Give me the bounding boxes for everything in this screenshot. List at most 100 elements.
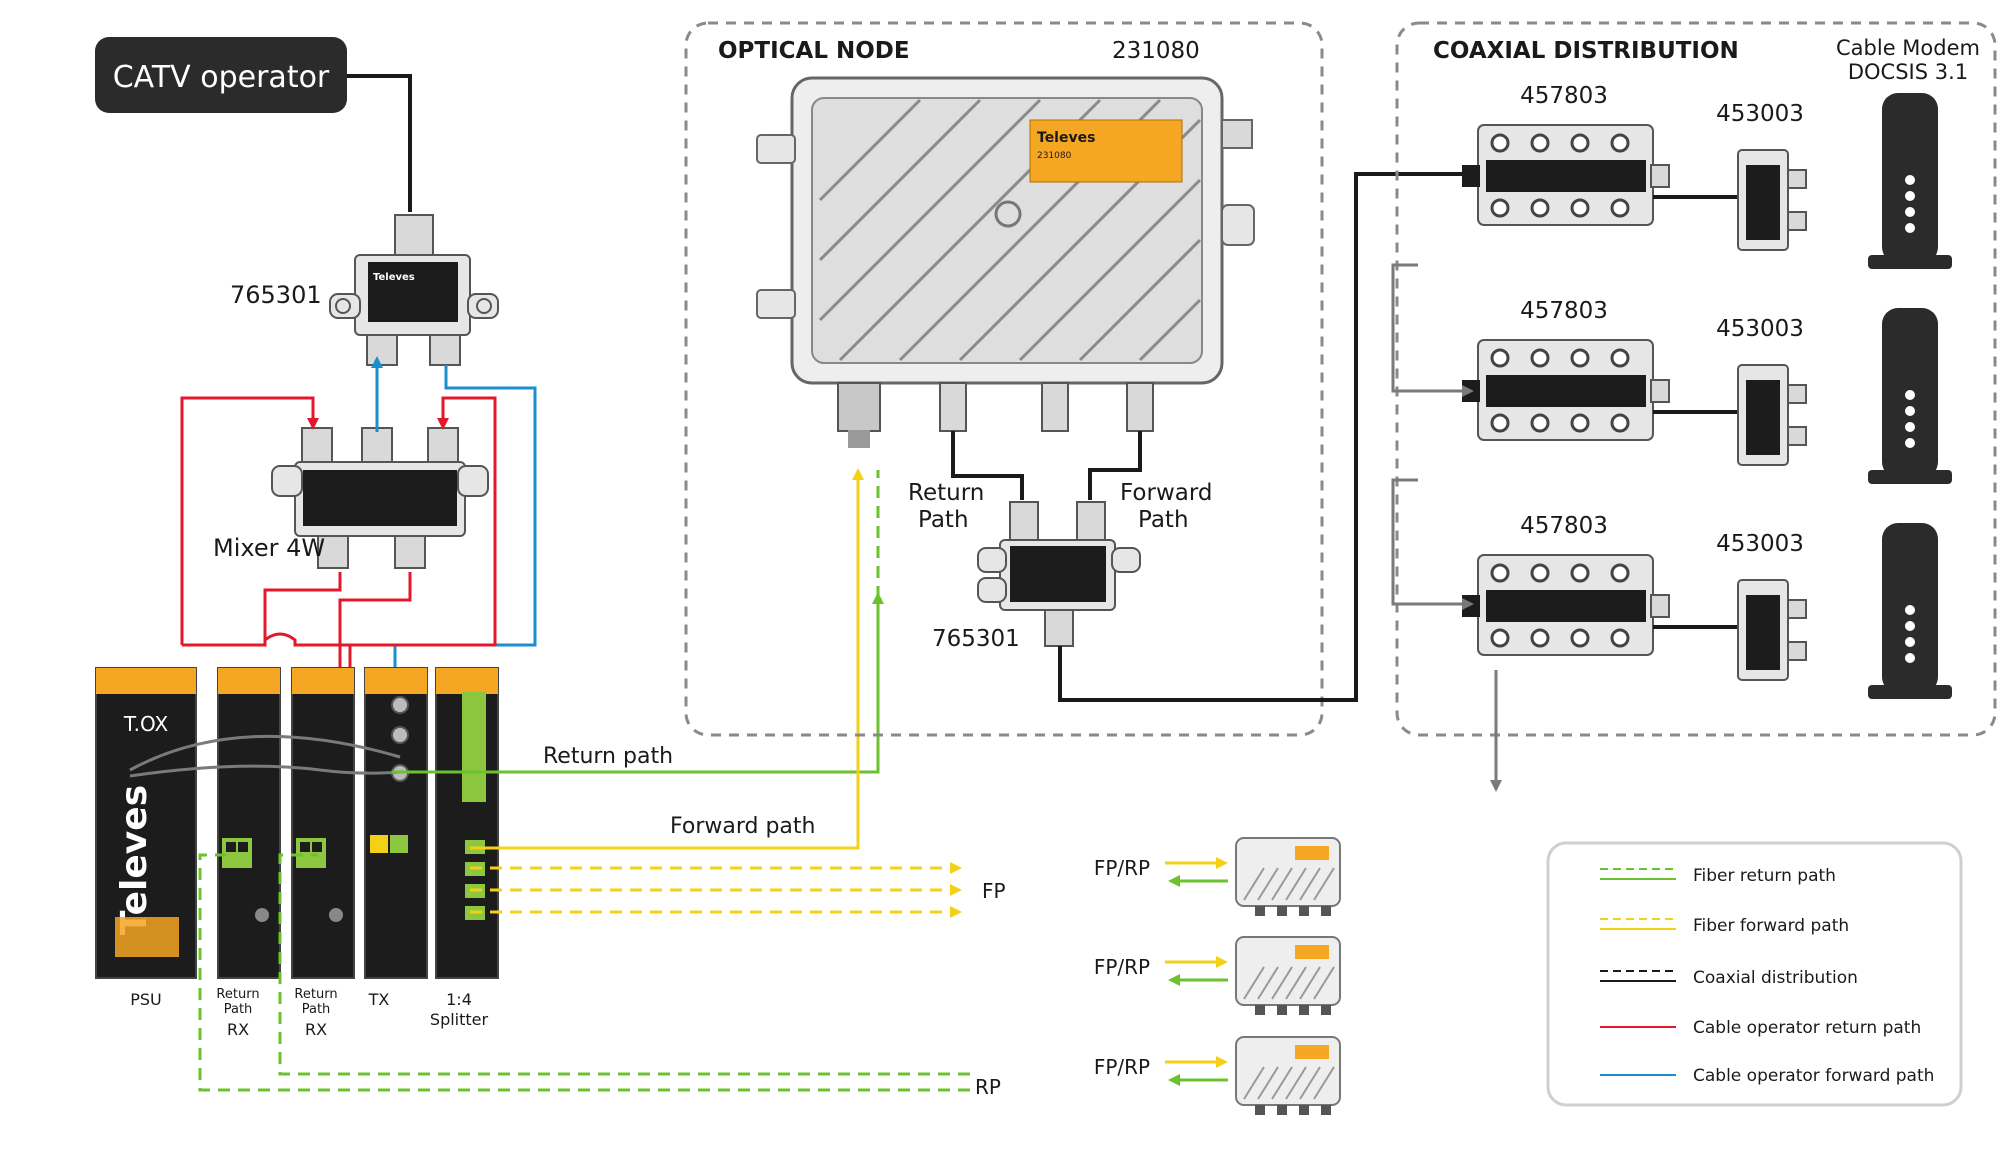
remote-node-rib-2-5 [1299,966,1321,1000]
tap-port-top-3-2 [1530,563,1550,583]
psu-brand: Televes [114,785,155,935]
remote-node-1: FP/RP [1094,837,1341,916]
optical-node-unit: Televes 231080 [756,76,1255,448]
modem-led-1-4 [1905,223,1915,233]
diplexer-left-ref: 765301 [230,281,322,309]
return-label-2: Path [918,507,969,533]
remote-node-rib-2-1 [1243,966,1265,1000]
legend-label-2: Fiber forward path [1693,916,1849,936]
remote-node-rib-2-2 [1257,966,1279,1000]
splitter-caption-2: Splitter [430,1010,489,1029]
remote-node-plate-2 [1295,945,1329,959]
fprp-label-3: FP/RP [1094,1055,1150,1079]
return-path-label: Return path [543,744,673,769]
legend-label-1: Fiber return path [1693,866,1836,886]
rx1-module [217,667,281,979]
remote-node-rib-2-3 [1271,966,1293,1000]
psu-logo: T.OX [123,712,169,736]
remote-node-port-1-3 [1299,906,1309,916]
forward-label-2: Path [1138,507,1189,533]
remote-node-rib-3-1 [1243,1066,1265,1100]
psu-module: T.OX Televes [95,667,197,979]
operator-coax-wire [347,74,412,212]
legend-label-3: Coaxial distribution [1693,968,1858,988]
splitter-out-b-1 [1787,211,1807,231]
tap-port-bottom-3-3 [1570,628,1590,648]
remote-node-plate-3 [1295,1045,1329,1059]
modem-led-2-2 [1905,406,1915,416]
remote-node-rib-1-4 [1285,867,1307,901]
optical-node-ref: 231080 [1112,38,1200,64]
tap-port-bottom-2-4 [1610,413,1630,433]
modem-led-2-1 [1905,390,1915,400]
legend-item-3: Coaxial distribution [1600,968,1858,988]
tap-port-top-3-1 [1490,563,1510,583]
tap-port-top-1-1 [1490,133,1510,153]
tx-module [364,667,428,979]
tap-label-plate-3 [1486,590,1646,622]
return-label-1: Return [908,480,984,506]
fprp-return-head-3 [1168,1074,1180,1086]
tap-port-top-2-4 [1610,348,1630,368]
tap-label-plate-2 [1486,375,1646,407]
catv-operator-node: CATV operator [95,37,347,113]
cascade-link-2 [1391,478,1464,606]
catv-operator-label: CATV operator [113,60,330,95]
fprp-forward-head-3 [1216,1056,1228,1068]
tap-port-top-1-3 [1570,133,1590,153]
splitter-plate-3 [1746,595,1780,670]
node-plate-ref: 231080 [1037,151,1072,161]
splitter-plate-2 [1746,380,1780,455]
rx2-caption-1: Return [294,987,337,1002]
tap-port-bottom-3-4 [1610,628,1630,648]
remote-node-port-3-2 [1277,1105,1287,1115]
node-return-wire [951,431,1024,500]
modem-led-2-3 [1905,422,1915,432]
remote-node-port-1-1 [1255,906,1265,916]
remote-node-rib-1-1 [1243,867,1265,901]
tap-port-top-2-3 [1570,348,1590,368]
psu-caption: PSU [130,990,162,1009]
rx2-module [291,667,355,979]
modem-led-3-3 [1905,637,1915,647]
forward-path-fiber [470,474,860,850]
tap-port-bottom-1-4 [1610,198,1630,218]
jumper-cable-b [129,764,401,778]
tap-port-bottom-1-1 [1490,198,1510,218]
tap-port-bottom-2-1 [1490,413,1510,433]
remote-node-rib-3-3 [1271,1066,1293,1100]
tap-ref-3: 457803 [1520,513,1608,539]
op-return-wire-c [338,572,412,680]
remote-node-rib-2-4 [1285,966,1307,1000]
tap-port-top-1-4 [1610,133,1630,153]
remote-node-3: FP/RP [1094,1036,1341,1115]
coax-title: COAXIAL DISTRIBUTION [1433,38,1739,64]
tap-port-bottom-2-3 [1570,413,1590,433]
mixer-label: Mixer 4W [213,534,325,562]
op-return-wire-a [180,396,315,645]
modem-led-3-4 [1905,653,1915,663]
fp-label: FP [982,879,1006,903]
tap-ref-1: 457803 [1520,83,1608,109]
legend-label-5: Cable operator forward path [1693,1066,1934,1086]
remote-node-port-3-4 [1321,1105,1331,1115]
tap-port-bottom-1-3 [1570,198,1590,218]
splitter-caption-1: 1:4 [446,990,472,1009]
legend-item-2: Fiber forward path [1600,916,1849,936]
splitter-out-a-2 [1787,384,1807,404]
rx1-caption-2: Path [224,1002,253,1017]
diplexer-765301-left: Televes [329,214,499,366]
fprp-label-1: FP/RP [1094,856,1150,880]
rp-in-2 [198,853,970,1092]
op-return-wire-e [182,632,350,647]
legend-item-4: Cable operator return path [1600,1018,1921,1038]
optical-node-title: OPTICAL NODE [718,38,910,64]
tap-output-1 [1650,164,1670,188]
op-forward-wire-b [393,365,537,688]
remote-node-rib-1-2 [1257,867,1279,901]
rp-in-1 [278,853,970,1076]
remote-node-port-2-4 [1321,1005,1331,1015]
tap-port-top-2-2 [1530,348,1550,368]
tap-port-bottom-3-2 [1530,628,1550,648]
